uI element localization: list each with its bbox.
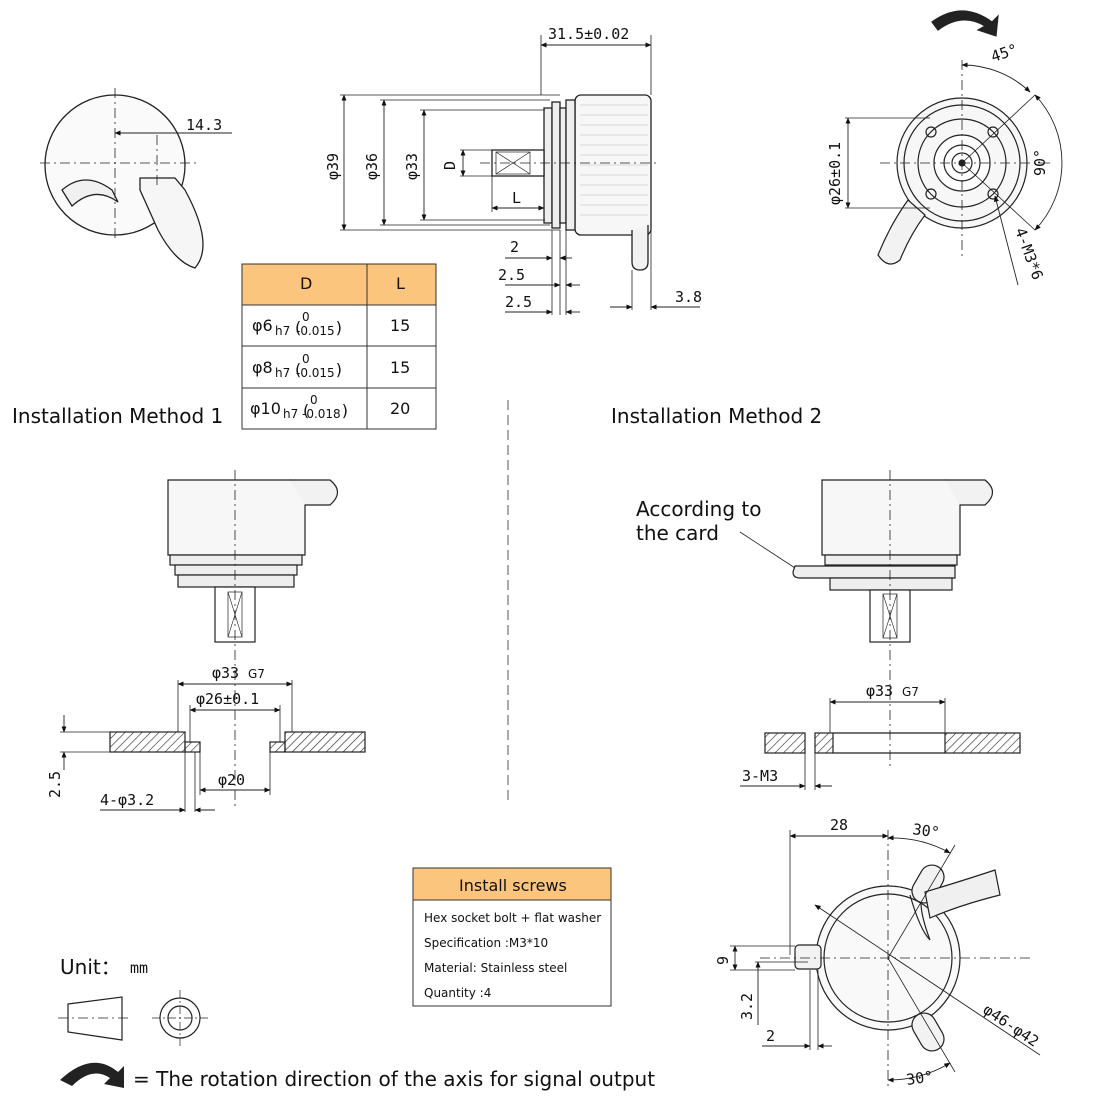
bottom-right-top-view <box>730 830 1041 1090</box>
m2-dim-phi33: φ33 <box>866 682 893 700</box>
screws-line: Hex socket bolt + flat washer <box>424 911 601 925</box>
taper-symbol-icon <box>58 990 208 1046</box>
dim-90deg: 90° <box>1031 149 1049 176</box>
m1-dim-phi20: φ20 <box>218 771 245 789</box>
cell-d-top: 0 <box>302 310 310 324</box>
cell-d-bot: -0.015 <box>296 366 335 380</box>
dim-14-3: 14.3 <box>186 116 222 134</box>
bracket-close-icon: ) <box>336 360 342 379</box>
cell-d-sub: h7 <box>283 407 298 421</box>
dim-L: L <box>512 189 521 207</box>
install-screws-title: Install screws <box>459 876 567 895</box>
dim-2: 2 <box>510 238 519 256</box>
dim-2-5-b: 2.5 <box>505 293 532 311</box>
card-label-line2: the card <box>636 521 719 545</box>
cell-d-sub: h7 <box>275 366 290 380</box>
table-row: φ10 h7 0 -0.018 20 <box>250 393 410 421</box>
dim-2-5-a: 2.5 <box>498 266 525 284</box>
dim-phi33: φ33 <box>403 153 421 180</box>
dl-table <box>241 263 437 430</box>
card-label-line1: According to <box>636 497 762 521</box>
m2-dim-2: 2 <box>766 1027 775 1045</box>
m1-dim-holes: 4-φ3.2 <box>100 791 154 809</box>
dim-phi39: φ39 <box>324 153 342 180</box>
unit-value: mm <box>130 959 148 977</box>
screws-line: Material: Stainless steel <box>424 961 567 975</box>
bracket-open-icon: ( <box>295 318 301 337</box>
top-left-cap-view <box>40 88 232 269</box>
dim-phi26: φ26±0.1 <box>826 142 844 205</box>
m2-dim-3-m3: 3-M3 <box>742 767 778 785</box>
dim-45deg: 45° <box>989 40 1020 65</box>
cell-d-bot: -0.015 <box>296 324 335 338</box>
cell-d-sub: h7 <box>275 324 290 338</box>
cell-l: 15 <box>390 358 410 377</box>
dim-3-8: 3.8 <box>675 288 702 306</box>
cell-d-top: 0 <box>310 393 318 407</box>
rotation-legend-text: = The rotation direction of the axis for… <box>133 1067 655 1091</box>
bracket-close-icon: ) <box>342 401 348 420</box>
table-header-l: L <box>396 274 405 293</box>
table-row: φ8 h7 0 -0.015 15 <box>252 352 410 380</box>
cell-d-top: 0 <box>302 352 310 366</box>
install-screws-box <box>412 867 612 1007</box>
rotation-arrow-icon <box>60 1062 124 1088</box>
m1-dim-phi33-g7: G7 <box>248 667 265 681</box>
side-view-encoder <box>340 35 700 315</box>
method2-title: Installation Method 2 <box>611 404 822 428</box>
m2-dim-3-2: 3.2 <box>738 993 756 1020</box>
bracket-open-icon: ( <box>295 360 301 379</box>
dim-D: D <box>441 161 459 170</box>
m2-dim-28: 28 <box>830 816 848 834</box>
dim-4-m3-6: 4-M3*6 <box>1011 225 1046 282</box>
unit-label: Unit： <box>60 955 121 979</box>
m2-dim-9: 9 <box>714 956 732 965</box>
table-row: φ6 h7 0 -0.015 15 <box>252 310 410 338</box>
m2-dim-phi33-g7: G7 <box>902 685 919 699</box>
m2-dim-30a: 30° <box>911 820 940 842</box>
method2-encoder <box>739 470 1021 790</box>
method1-encoder <box>60 470 366 813</box>
m1-dim-phi26: φ26±0.1 <box>196 690 259 708</box>
m2-dim-phi46: φ46-φ42 <box>980 1000 1042 1050</box>
front-view-encoder <box>845 10 1063 286</box>
bracket-close-icon: ) <box>336 318 342 337</box>
dim-phi36: φ36 <box>363 153 381 180</box>
screws-line: Specification :M3*10 <box>424 936 548 950</box>
m2-dim-30b: 30° <box>905 1067 934 1089</box>
dim-31-5: 31.5±0.02 <box>548 25 629 43</box>
bracket-open-icon: ( <box>303 401 309 420</box>
method1-title: Installation Method 1 <box>12 404 223 428</box>
cell-d-main: φ8 <box>252 358 273 377</box>
cell-l: 15 <box>390 316 410 335</box>
cell-d-main: φ6 <box>252 316 273 335</box>
table-header-d: D <box>300 274 312 293</box>
m1-dim-phi33: φ33 <box>212 664 239 682</box>
cell-d-bot: -0.018 <box>302 407 341 421</box>
cell-d-main: φ10 <box>250 399 281 418</box>
m1-dim-2-5: 2.5 <box>46 771 64 798</box>
cell-l: 20 <box>390 399 410 418</box>
screws-line: Quantity :4 <box>424 986 491 1000</box>
